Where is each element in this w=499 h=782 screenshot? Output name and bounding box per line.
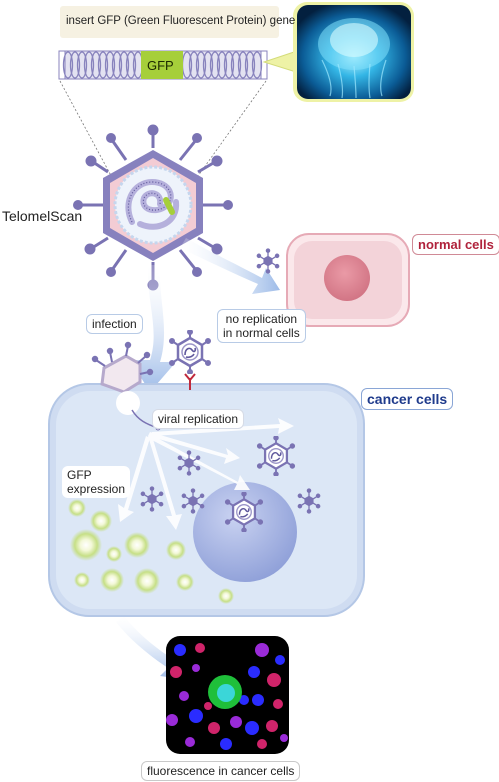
infection-label: infection [86,314,143,334]
gene-label-banner [60,6,279,38]
zoom-line-right [192,80,267,184]
dna-coil [202,51,214,79]
entering-virus [91,341,161,431]
micrograph-cell [189,709,203,723]
fluorescence-caption: fluorescence in cancer cells [141,761,301,781]
dna-coil [251,51,263,79]
dna-coil [90,51,102,79]
micrograph-cell [208,722,220,734]
micrograph-cell [185,737,195,747]
cancer-cells-label: cancer cells [361,388,454,410]
dna-coil [195,51,207,79]
dna-coil [230,51,242,79]
gfp-glow-dots [68,499,234,604]
micrograph-cell [275,655,285,665]
micrograph-cell [248,666,260,678]
micrograph-cell [174,644,186,656]
micrograph-cell [195,643,205,653]
no-replication-arrow [180,238,280,294]
dna-coil [216,51,228,79]
telomelscan-label: TelomelScan [2,208,83,224]
dna-coil [104,51,116,79]
micrograph-cell [252,694,264,706]
dna-coil [83,51,95,79]
dna-coil [237,51,249,79]
micrograph-cell [170,666,182,678]
telomelscan-virus [73,124,233,291]
dna-coil [209,51,221,79]
virus-near-normal-cell [256,248,280,274]
normal-cell [286,233,410,327]
micrograph-cell [255,643,269,657]
no-replication-label: no replication in normal cells [217,309,306,343]
micrograph-cell [266,720,278,732]
dna-coil [69,51,81,79]
micrograph-cell [220,738,232,750]
gfp-expression-label: GFP expression [62,466,131,498]
dna-coil [76,51,88,79]
gfp-segment-label: GFP [147,58,174,73]
jellyfish-photo [262,2,414,102]
micrograph-cell [239,695,249,705]
gfp-expression-line1: GFP [67,468,92,482]
micrograph-cell [166,714,178,726]
micrograph-cell [280,734,288,742]
fluorescence-photo [166,636,289,754]
normal-cells-label: normal cells [412,234,499,255]
insert-gene-label: insert GFP (Green Fluorescent Protein) g… [66,15,296,27]
no-replication-line1: no replication [225,312,298,326]
gfp-expression-line2: expression [67,482,126,496]
gfp-gene-segment [141,51,183,79]
dna-coil [188,51,200,79]
viral-replication-label: viral replication [152,409,245,429]
micrograph-cell [192,664,200,672]
dna-coil [62,51,74,79]
dna-coil [244,51,256,79]
dna-coil [223,51,235,79]
micrograph-cell [267,673,281,687]
replication-arrows [118,418,294,530]
zoom-line-left [59,80,116,184]
no-replication-line2: in normal cells [223,326,300,340]
receptor [184,373,196,390]
dna-strand [58,50,268,80]
micrograph-cell [230,716,242,728]
micrograph-cell [179,691,189,701]
virus-at-receptor [168,330,212,374]
dna-coil [125,51,137,79]
dna-coil [97,51,109,79]
dna-coil [118,51,130,79]
micrograph-cell [273,699,283,709]
micrograph-cell [257,739,267,749]
dna-coil [111,51,123,79]
micrograph-cell [245,721,259,735]
micrograph-cell [204,702,212,710]
